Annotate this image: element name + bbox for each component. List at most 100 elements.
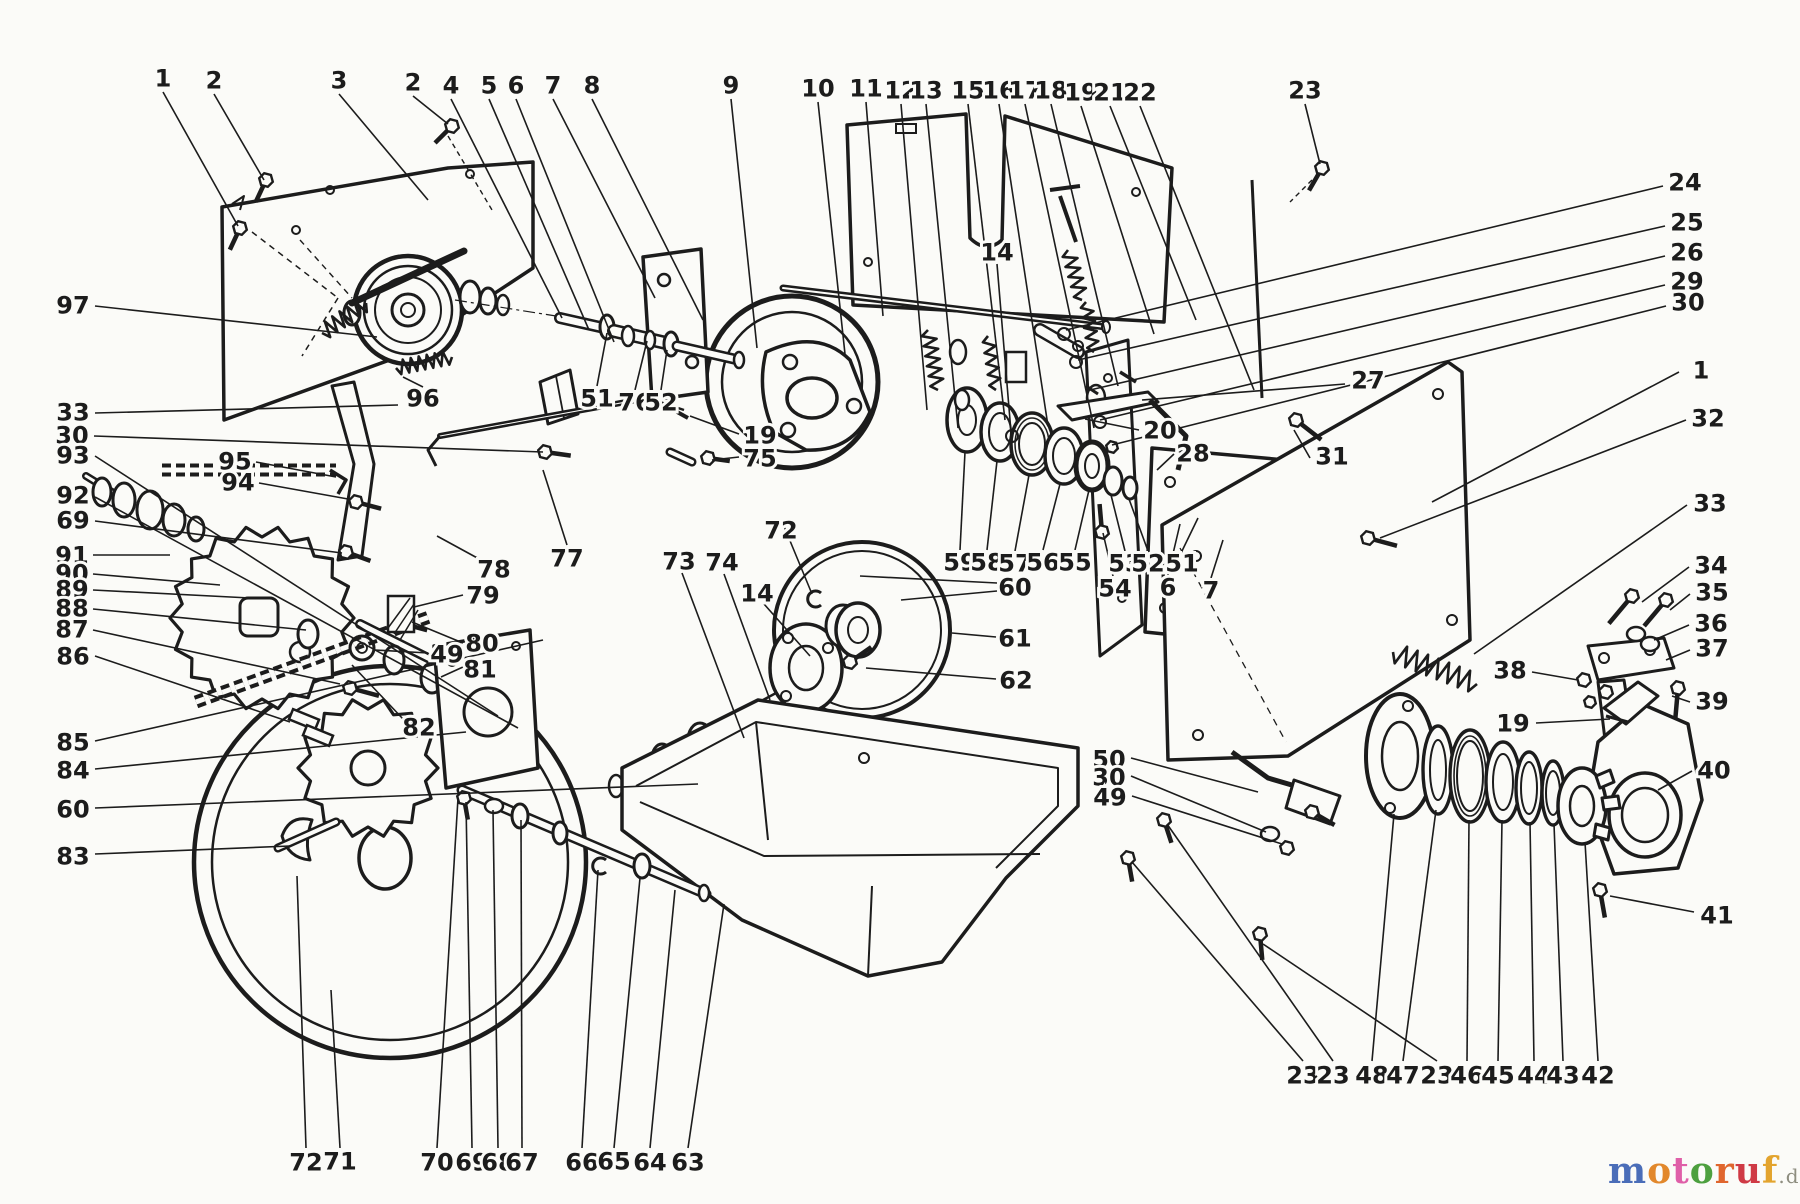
part-label-12: 12 xyxy=(884,77,917,105)
bolt-head xyxy=(1669,679,1687,697)
shape-l xyxy=(387,597,411,629)
leader-line xyxy=(94,404,399,414)
leader-line xyxy=(1379,419,1687,539)
shape-e xyxy=(478,286,498,316)
shape-e xyxy=(495,293,511,317)
leader-line xyxy=(900,103,928,411)
leader-line xyxy=(925,103,959,429)
shape-l xyxy=(393,603,415,635)
shape-l xyxy=(299,239,353,299)
leader-line xyxy=(900,590,998,601)
leader-line xyxy=(440,666,464,678)
part-label-14: 14 xyxy=(980,239,1013,267)
bolt-head xyxy=(1623,587,1641,605)
leader-line xyxy=(660,349,668,391)
bolt-head xyxy=(1155,811,1173,829)
shape-e xyxy=(1568,784,1596,828)
shape-path xyxy=(1594,768,1616,790)
shape-e xyxy=(1625,625,1647,643)
part-label-30: 30 xyxy=(55,422,88,450)
t-rod xyxy=(1058,195,1078,243)
leader-line xyxy=(1657,770,1693,791)
shape-c xyxy=(1190,550,1202,562)
part-label-63: 63 xyxy=(671,1149,704,1177)
shape-r xyxy=(1004,350,1028,384)
leader-line xyxy=(1141,383,1346,401)
motoruf-watermark: motoruf.de xyxy=(1608,1146,1800,1196)
part-label-3: 3 xyxy=(331,67,348,95)
shape-e xyxy=(551,820,569,846)
part-label-20: 20 xyxy=(1143,417,1176,445)
part-label-49: 49 xyxy=(430,641,463,669)
leader-line xyxy=(1671,695,1691,703)
leader-line xyxy=(1130,775,1267,833)
rod xyxy=(1250,179,1264,399)
part-label-30: 30 xyxy=(1092,764,1125,792)
part-label-21: 21 xyxy=(1093,79,1126,107)
shape-l xyxy=(1179,547,1287,743)
leader-line xyxy=(1110,494,1126,552)
bolt-head xyxy=(1359,529,1377,547)
leader-line xyxy=(552,98,656,299)
part-label-75: 75 xyxy=(743,445,776,473)
leader-line xyxy=(1473,504,1688,655)
part-label-64: 64 xyxy=(633,1149,666,1177)
shape-c xyxy=(1446,614,1458,626)
bolt-head xyxy=(536,443,554,461)
part-label-47: 47 xyxy=(1386,1062,1419,1090)
part-label-7: 7 xyxy=(1203,577,1220,605)
shape-l xyxy=(867,885,873,977)
part-label-77: 77 xyxy=(550,545,583,573)
leader-line xyxy=(634,340,648,391)
leader-line xyxy=(1293,429,1311,459)
leader-line xyxy=(94,731,467,770)
leader-line xyxy=(93,435,544,453)
ring-inner xyxy=(1456,740,1484,812)
leader-line xyxy=(1089,255,1666,391)
leader-line xyxy=(689,415,740,435)
part-label-60: 60 xyxy=(998,574,1031,602)
shape-c xyxy=(1117,593,1127,603)
shape-c xyxy=(1069,355,1083,369)
bolt-head xyxy=(1591,881,1609,899)
chute-base xyxy=(620,698,1080,978)
shape-l xyxy=(755,721,769,841)
logo-letter: t xyxy=(1672,1150,1690,1192)
leader-line xyxy=(613,877,641,1149)
shape-e xyxy=(1380,720,1420,792)
part-label-30: 30 xyxy=(1671,289,1704,317)
leader-line xyxy=(1210,539,1224,579)
part-label-87: 87 xyxy=(55,616,88,644)
nut xyxy=(1278,839,1296,857)
part-label-5: 5 xyxy=(481,72,498,100)
shape-l xyxy=(669,406,689,420)
leader-line xyxy=(1653,624,1690,641)
leader-line xyxy=(967,103,1006,421)
leader-line xyxy=(488,98,590,331)
part-label-28: 28 xyxy=(1176,440,1209,468)
part-label-82: 82 xyxy=(402,714,435,742)
bolt-head xyxy=(1287,411,1305,429)
shape-c xyxy=(720,310,864,454)
shape-path xyxy=(426,435,442,467)
leader-line xyxy=(1042,483,1061,551)
leader-line xyxy=(723,573,771,701)
leader-line xyxy=(94,783,699,809)
retaining-clip xyxy=(806,589,822,609)
bolt-head xyxy=(347,493,365,511)
part-label-94: 94 xyxy=(221,469,254,497)
shape-c xyxy=(1402,700,1414,712)
shape-c xyxy=(400,302,416,318)
part-label-35: 35 xyxy=(1695,579,1728,607)
part-label-54: 54 xyxy=(1098,575,1131,603)
leader-line xyxy=(92,589,251,599)
part-label-57: 57 xyxy=(998,550,1031,578)
part-label-23: 23 xyxy=(1288,77,1321,105)
shape-c xyxy=(782,550,942,710)
part-label-80: 80 xyxy=(465,630,498,658)
part-label-2: 2 xyxy=(206,67,223,95)
part-label-11: 11 xyxy=(849,75,882,103)
part-label-37: 37 xyxy=(1695,635,1728,663)
leader-line xyxy=(330,989,341,1149)
leader-line xyxy=(94,639,544,742)
